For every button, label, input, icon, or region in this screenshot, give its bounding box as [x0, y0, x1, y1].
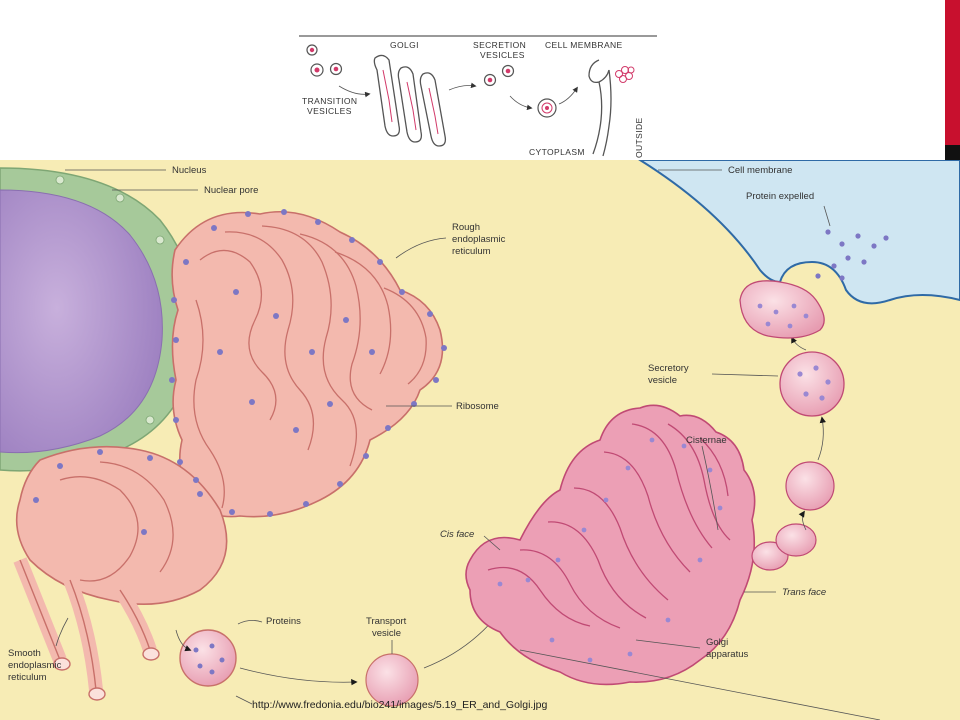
- golgi-stack-sketch: [373, 54, 447, 147]
- arrow-to-secretion: [448, 82, 477, 91]
- label-golgi-apparatus: Golgi: [706, 637, 728, 648]
- arrow-er-to-vesicle: [175, 629, 192, 652]
- er-budding-vesicle: [179, 629, 237, 687]
- label-rough-er-3: reticulum: [452, 246, 491, 257]
- label-ribosome: Ribosome: [456, 401, 499, 412]
- label-transition-vesicles: TRANSITION: [302, 96, 357, 106]
- label-rough-er: Rough: [452, 222, 480, 233]
- label-cis-face: Cis face: [440, 529, 474, 540]
- ribosomes: [33, 209, 447, 535]
- secretory-vesicle: [779, 351, 845, 417]
- golgi-apparatus: [465, 404, 756, 686]
- trans-face-buds: [751, 523, 817, 571]
- accent-bar: [945, 0, 960, 145]
- label-smooth-er-2: endoplasmic: [8, 660, 62, 671]
- rough-er-folds: [59, 225, 427, 582]
- cell-membrane-sketch: [588, 59, 612, 157]
- label-nucleus: Nucleus: [172, 165, 207, 176]
- label-proteins: Proteins: [266, 616, 301, 627]
- label-secretion-vesicles-2: VESICLES: [480, 50, 525, 60]
- source-url: http://www.fredonia.edu/bio241/images/5.…: [252, 699, 548, 711]
- url-leader: [235, 695, 253, 705]
- secretory-vesicle-small: [785, 461, 835, 511]
- label-leaders: [55, 169, 831, 654]
- label-trans-face: Trans face: [782, 587, 826, 598]
- er-golgi-illustration: Nucleus Nuclear pore Rough endoplasmic r…: [0, 160, 960, 720]
- label-outside: OUTSIDE: [634, 117, 644, 158]
- arrow-to-exocytosis: [558, 86, 578, 105]
- arrow-to-secretory-small: [798, 510, 807, 531]
- expelled-proteins: [815, 229, 889, 281]
- secretion-pathway-diagram: TRANSITION VESICLES GOLGI SECRETION VESI…: [299, 35, 657, 158]
- arrow-to-golgi: [338, 85, 371, 98]
- label-transition-vesicles-2: VESICLES: [307, 106, 352, 116]
- accent-block: [945, 145, 960, 161]
- label-golgi: GOLGI: [390, 40, 419, 50]
- golgi-cargo-sketch: [382, 69, 439, 135]
- label-smooth-er: Smooth: [8, 648, 41, 659]
- secretion-vesicles: [483, 64, 557, 118]
- label-golgi-apparatus-2: apparatus: [706, 649, 749, 660]
- label-secretory-vesicle-2: vesicle: [648, 375, 677, 386]
- label-cisternae: Cisternae: [686, 435, 727, 446]
- label-smooth-er-3: reticulum: [8, 672, 47, 683]
- expelled-cargo-sketch: [615, 66, 635, 83]
- label-secretion-vesicles: SECRETION: [473, 40, 526, 50]
- label-transport-vesicle: Transport: [366, 616, 407, 627]
- label-protein-expelled: Protein expelled: [746, 191, 814, 202]
- smooth-er-tubules: [13, 557, 160, 701]
- exocytosis-vesicle: [739, 280, 825, 339]
- label-nuclear-pore: Nuclear pore: [204, 185, 258, 196]
- nucleus: [0, 189, 163, 454]
- label-secretory-vesicle: Secretory: [648, 363, 689, 374]
- rough-er: [15, 211, 444, 605]
- golgi-leader-tail: [519, 649, 881, 720]
- arrow-to-membrane-vesicle: [509, 95, 533, 111]
- golgi-cargo: [497, 437, 723, 663]
- extracellular-space: [638, 160, 960, 305]
- label-cell-membrane: CELL MEMBRANE: [545, 40, 623, 50]
- label-rough-er-2: endoplasmic: [452, 234, 506, 245]
- arrow-to-membrane: [791, 336, 807, 351]
- transition-vesicles: [306, 44, 343, 77]
- arrow-to-transport-vesicle: [239, 667, 358, 686]
- label-cell-membrane: Cell membrane: [728, 165, 792, 176]
- golgi-cisternae: [487, 423, 731, 629]
- label-cytoplasm: CYTOPLASM: [529, 147, 585, 157]
- arrow-to-secretory: [817, 416, 827, 461]
- label-transport-vesicle-2: vesicle: [372, 628, 401, 639]
